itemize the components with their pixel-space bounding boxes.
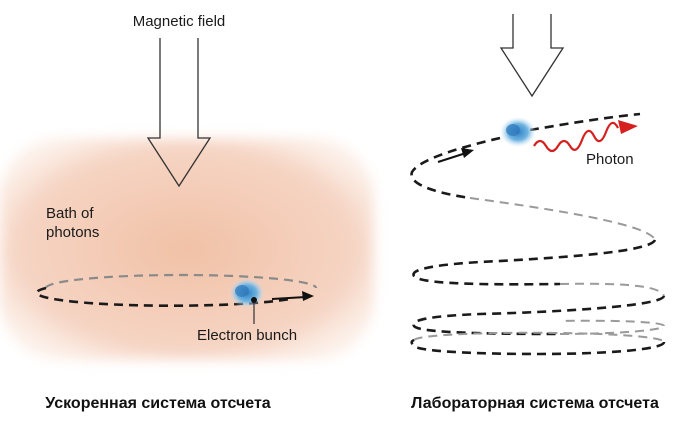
orbit-back-half	[44, 273, 318, 289]
helix-loop-4-back	[413, 331, 665, 343]
photon-bath-label-line1: Bath of	[46, 205, 94, 222]
accelerated-frame-panel: Magnetic field Bath of photons Electron …	[0, 13, 374, 412]
helix-loop-2-front	[412, 239, 657, 286]
photon-label: Photon	[586, 151, 634, 168]
helix-loop-4-front	[410, 338, 666, 356]
magnetic-field-arrow-icon	[146, 38, 212, 188]
helix-loop-1-top	[529, 112, 641, 132]
magnetic-field-label: Magnetic field	[133, 13, 226, 30]
helix-loop-1-back	[469, 197, 656, 241]
helix-loop-2-back	[559, 282, 665, 297]
laboratory-frame-caption: Лабораторная система отсчета	[411, 395, 659, 412]
laboratory-frame-panel: Photon Лабораторная система отсчета	[410, 14, 666, 412]
helix-motion-arrow-icon	[437, 148, 474, 163]
electron-bunch-icon	[229, 278, 265, 308]
electron-bunch-label: Electron bunch	[197, 327, 297, 344]
helix-loop-1-front	[410, 136, 501, 200]
magnetic-field-arrow-icon-right	[499, 14, 565, 98]
photon-bath-region	[0, 138, 374, 360]
photon-wave-arrow-icon	[533, 120, 638, 153]
accelerated-frame-caption: Ускоренная система отсчета	[45, 395, 271, 412]
electron-bunch-icon-right	[500, 117, 536, 147]
motion-arrow-icon	[271, 291, 314, 301]
helix-loop-3-back	[559, 319, 666, 335]
orbit-front-half	[35, 286, 291, 308]
helix-loop-3-front	[412, 295, 666, 336]
photon-bath-label-line2: photons	[46, 224, 99, 241]
